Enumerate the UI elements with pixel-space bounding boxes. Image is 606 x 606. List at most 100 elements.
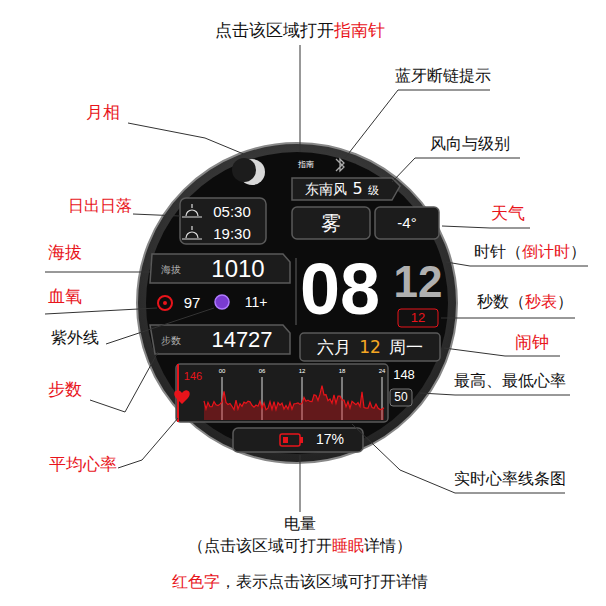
callout-label: 紫外线 — [51, 329, 99, 347]
callout-label-line: 蓝牙断链提示 — [395, 67, 491, 85]
hour-digits-line: 08 — [300, 250, 380, 329]
watch-text: -4° — [397, 215, 416, 232]
watch-text-line: 148 — [393, 368, 415, 382]
battery-tip — [300, 437, 303, 443]
axis-tick-line: 24 — [379, 368, 386, 375]
watch-part — [292, 178, 400, 200]
callout-label: 闹钟 — [515, 333, 549, 352]
legend-note-line: 红色字，表示点击该区域可打开详情 — [172, 573, 428, 591]
callout-label-line: 月相 — [86, 103, 120, 122]
axis-tick-line: 00 — [219, 368, 226, 375]
leader-line — [442, 226, 530, 228]
callout-label-line: 电量 — [284, 515, 316, 533]
watch-text-line: 97 — [184, 295, 201, 312]
battery-level — [283, 437, 288, 443]
leader-line — [420, 393, 570, 395]
watch-face — [146, 152, 448, 454]
callout-label: 详情） — [364, 537, 412, 555]
watch-text-line: -4° — [397, 215, 416, 232]
watch-text-line: 19:30 — [213, 226, 251, 243]
date-text: 六月 — [317, 338, 351, 357]
watch-text: 5 — [352, 180, 362, 198]
callout-label: 倒计时 — [522, 243, 570, 261]
axis-tick-line: 06 — [259, 368, 266, 375]
watch-part — [182, 226, 202, 239]
watch-text: 雾 — [321, 212, 341, 234]
callout-label-line: 紫外线 — [51, 329, 99, 347]
callout-label: ） — [570, 243, 586, 261]
leader-line — [300, 45, 301, 152]
watch-part — [300, 333, 440, 361]
callout-label-line: 海拔 — [48, 243, 82, 262]
minute-digits-line: 12 — [394, 258, 443, 306]
leader-lines — [45, 45, 588, 512]
watch-part — [292, 207, 370, 239]
watch-text: 1010 — [211, 256, 264, 282]
date-text: 12 — [359, 338, 381, 357]
axis-tick: 24 — [379, 368, 386, 375]
callout-label: 秒数（ — [477, 293, 525, 311]
watch-text: 步数 — [161, 335, 181, 346]
callout-label-line: （点击该区域可打开睡眠详情） — [188, 537, 412, 555]
hour-digits: 08 — [300, 250, 380, 329]
axis-tick: 18 — [339, 368, 346, 375]
min-hr-box — [390, 389, 412, 406]
watch-part — [150, 325, 290, 354]
axis-tick: 06 — [259, 368, 266, 375]
second-digits: 12 — [411, 311, 425, 325]
watch-text: 级 — [368, 185, 379, 197]
leader-line — [300, 455, 301, 512]
callout-label-line: 秒数（秒表） — [477, 293, 573, 311]
callout-label: 电量 — [284, 515, 316, 533]
axis-tick-line: 18 — [339, 368, 346, 375]
date-text: 周一 — [389, 338, 423, 357]
callout-label-line: 平均心率 — [49, 455, 117, 474]
watch-text: 海拔 — [161, 264, 181, 275]
watch-text-line: 海拔 — [161, 264, 181, 275]
callout-label: 风向与级别 — [430, 135, 510, 153]
axis-tick: 00 — [219, 368, 226, 375]
watch-text: 148 — [393, 368, 415, 382]
callout-label-line: 天气 — [491, 204, 525, 223]
callout-label: 日出日落 — [68, 197, 132, 215]
callout-label: 蓝牙断链提示 — [395, 67, 491, 85]
leader-line — [90, 352, 158, 412]
battery-text: 17% — [316, 432, 344, 447]
watch-text: 指南 — [298, 161, 314, 170]
watch-text-line: 东南风 5级 — [305, 180, 378, 198]
callout-label: 步数 — [48, 380, 82, 399]
watch-part — [180, 198, 266, 244]
callout-label: 睡眠 — [332, 537, 364, 555]
callout-label-line: 实时心率线条图 — [454, 470, 566, 488]
watch-text: 05:30 — [213, 204, 251, 221]
callout-label-line: 时针（倒计时） — [474, 243, 586, 261]
leader-line — [106, 308, 214, 344]
watch-part — [176, 364, 388, 422]
callout-label-line: 血氧 — [48, 287, 82, 306]
leader-line — [45, 308, 157, 314]
watch-text: 19:30 — [213, 226, 251, 243]
callout-label-line: 闹钟 — [515, 333, 549, 352]
callout-label: 平均心率 — [49, 455, 117, 474]
leader-line — [352, 424, 565, 493]
leader-line — [446, 262, 588, 266]
sun-icons — [182, 204, 202, 239]
watch-part — [233, 428, 363, 452]
date-text-line: 六月 12 周一 — [317, 338, 423, 357]
watch-text: 东南风 — [305, 182, 347, 197]
heart-rate-fill — [204, 386, 384, 420]
callout-label: 血氧 — [48, 287, 82, 306]
heart-rate-line — [204, 386, 384, 420]
minute-digits: 12 — [394, 258, 443, 306]
callout-label-line: 最高、最低心率 — [454, 372, 566, 390]
leader-line — [128, 123, 246, 155]
heart-icon — [174, 390, 189, 404]
leader-line — [118, 418, 178, 468]
watch-text-line: 50 — [394, 391, 407, 404]
callout-label-line: 步数 — [48, 380, 82, 399]
callout-label: 最高、最低心率 — [454, 372, 566, 390]
callout-label: 海拔 — [48, 243, 82, 262]
leader-line — [133, 214, 180, 216]
divider — [295, 258, 297, 325]
spo2-icon — [158, 296, 172, 310]
